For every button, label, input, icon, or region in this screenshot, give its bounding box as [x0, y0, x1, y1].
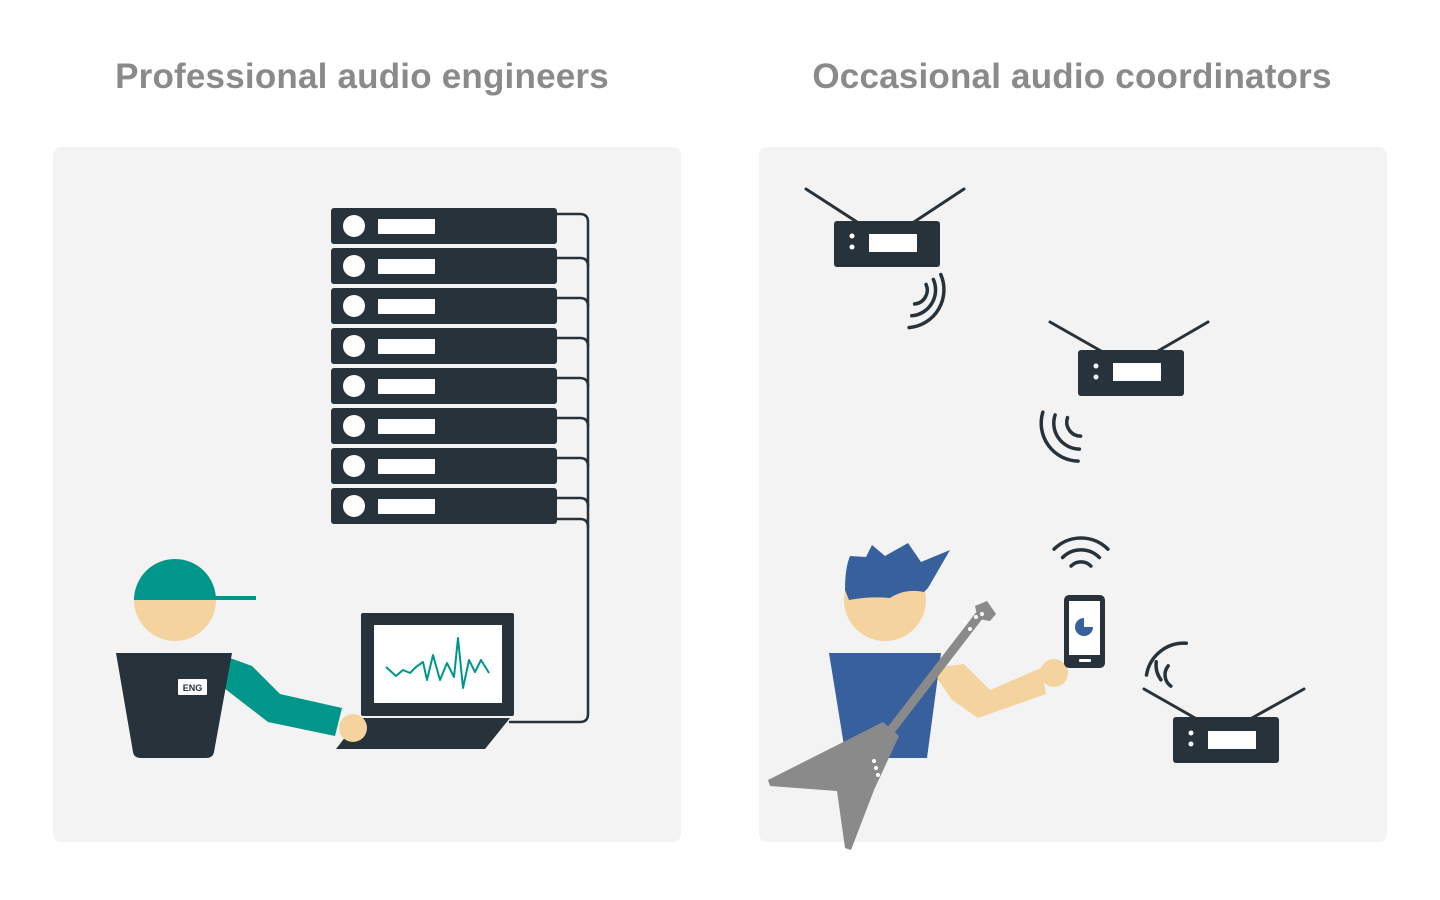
heading-occasional-audio-coordinators: Occasional audio coordinators [812, 57, 1332, 96]
coordinator-hand [1040, 659, 1068, 687]
rack-unit-icon [331, 248, 557, 284]
smartphone-icon [1064, 595, 1105, 668]
wireless-receiver-icon [1048, 320, 1210, 396]
rack-unit-icon [331, 328, 557, 364]
guitar-icon [768, 601, 996, 850]
rack-unit-icon [331, 408, 557, 444]
rack-unit-icon [331, 208, 557, 244]
wifi-signal-icon [1039, 410, 1083, 463]
wifi-signal-icon [1144, 641, 1189, 688]
cable-bus [508, 212, 590, 724]
rack-unit-icon [331, 288, 557, 324]
wireless-receiver-icon [804, 187, 966, 267]
engineer-badge: ENG [178, 679, 207, 695]
heading-professional-audio-engineers: Professional audio engineers [115, 57, 609, 96]
laptop-icon [336, 613, 514, 749]
engineer-figure: ENG [116, 559, 367, 758]
wifi-signal-icon [1052, 536, 1110, 568]
eng-badge-label: ENG [183, 683, 203, 693]
wifi-signal-icon [907, 272, 946, 330]
cap-icon [134, 559, 216, 600]
rack-unit-icon [331, 448, 557, 484]
rack-unit-icon [331, 368, 557, 404]
wireless-receiver-icon [1142, 687, 1306, 763]
waveform-icon [385, 637, 490, 689]
rack-unit-icon [331, 488, 557, 524]
rack-stack [331, 208, 557, 524]
coordinator-figure [829, 543, 1046, 758]
